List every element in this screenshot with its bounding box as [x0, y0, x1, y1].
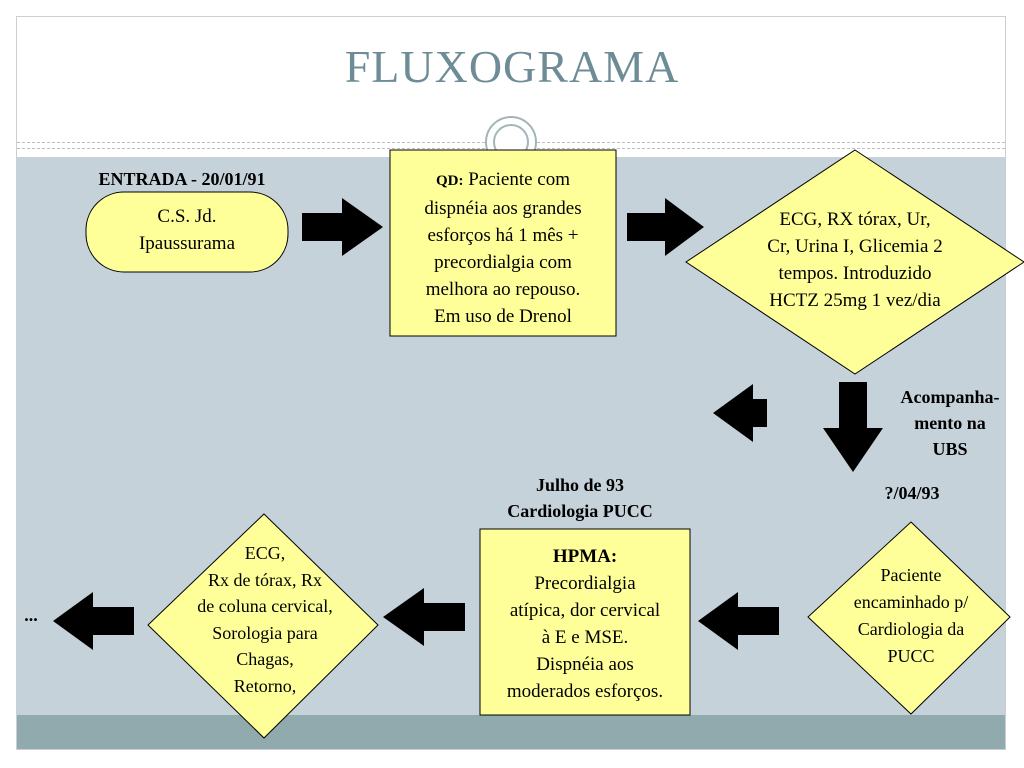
exams-diamond: [685, 149, 1024, 375]
footer-band: [17, 715, 1005, 749]
arrow-left-2-icon: [698, 592, 779, 650]
exams-line-4: HCTZ 25mg 1 vez/dia: [769, 290, 941, 311]
arrow-left-3-icon: [383, 588, 465, 646]
exams-line-2: Cr, Urina I, Glicemia 2: [767, 236, 943, 257]
hpma-header: Julho de 93 Cardiologia PUCC: [470, 472, 690, 524]
hpma-line-5: moderados esforços.: [506, 681, 664, 702]
ellipsis-label: ...: [24, 605, 38, 625]
final-line-1: ECG,: [244, 543, 286, 563]
referral-diamond: [807, 521, 1011, 715]
qd-box-text: QD: Paciente com dispnéia aos grandes es…: [390, 166, 616, 330]
exams-line-3: tempos. Introduzido: [778, 263, 932, 284]
qd-line-2: dispnéia aos grandes: [424, 198, 582, 219]
hpma-label: HPMA:: [552, 546, 618, 567]
qd-box: [389, 149, 617, 337]
qd-line-1: Paciente com: [468, 169, 571, 190]
final-line-3: de coluna cervical,: [197, 596, 333, 616]
hpma-line-1: Precordialgia: [534, 573, 636, 594]
final-line-2: Rx de tórax, Rx: [208, 569, 322, 590]
hpma-box-text: HPMA: Precordialgia atípica, dor cervica…: [480, 543, 690, 705]
hpma-line-3: à E e MSE.: [541, 627, 629, 648]
followup-line-3: UBS: [932, 439, 968, 459]
start-terminal: [85, 191, 289, 273]
start-line-1: C.S. Jd.: [157, 206, 217, 227]
followup-line-2: mento na: [914, 413, 986, 433]
qd-line-4: precordialgia com: [434, 252, 572, 273]
start-line-2: Ipaussurama: [138, 233, 236, 254]
exams-line-1: ECG, RX tórax, Ur,: [779, 209, 931, 230]
referral-line-3: Cardiologia da: [857, 619, 965, 639]
hpma-header-line-1: Julho de 93: [535, 475, 625, 495]
qd-line-6: Em uso de Drenol: [434, 306, 572, 327]
arrow-left-4-icon: [53, 592, 134, 650]
followup-label: Acompanha- mento na UBS: [884, 384, 1016, 462]
hpma-header-line-2: Cardiologia PUCC: [507, 501, 653, 521]
slide-title: FLUXOGRAMA: [344, 41, 680, 92]
arrow-left-1-icon: [713, 384, 767, 442]
referral-line-2: encaminhado p/: [853, 592, 969, 612]
qd-line-3: esforços há 1 mês +: [427, 225, 579, 246]
start-box-text: C.S. Jd. Ipaussurama: [86, 203, 288, 257]
date-label: ?/04/93: [884, 483, 940, 503]
arrow-right-1-icon: [302, 198, 383, 256]
exams-diamond-text: ECG, RX tórax, Ur, Cr, Urina I, Glicemia…: [716, 206, 994, 314]
final-diamond-text: ECG, Rx de tórax, Rx de coluna cervical,…: [166, 540, 364, 699]
slide-frame: [16, 16, 1006, 750]
final-line-5: Chagas,: [236, 649, 294, 669]
qd-line-5: melhora ao repouso.: [425, 279, 581, 300]
referral-line-1: Paciente: [880, 565, 942, 585]
referral-line-4: PUCC: [887, 646, 935, 666]
qd-label: QD:: [435, 173, 464, 189]
final-line-4: Sorologia para: [212, 622, 318, 643]
entrada-label: ENTRADA - 20/01/91: [98, 169, 266, 189]
referral-diamond-text: Paciente encaminhado p/ Cardiologia da P…: [818, 562, 1004, 670]
final-diamond: [147, 513, 379, 739]
followup-line-1: Acompanha-: [900, 387, 1000, 407]
hpma-line-4: Dispnéia aos: [536, 654, 634, 675]
arrow-down-icon: [823, 382, 883, 472]
final-line-6: Retorno,: [233, 675, 297, 696]
arrow-right-2-icon: [627, 198, 704, 256]
hpma-line-2: atípica, dor cervical: [509, 600, 661, 621]
hpma-box: [479, 528, 691, 716]
